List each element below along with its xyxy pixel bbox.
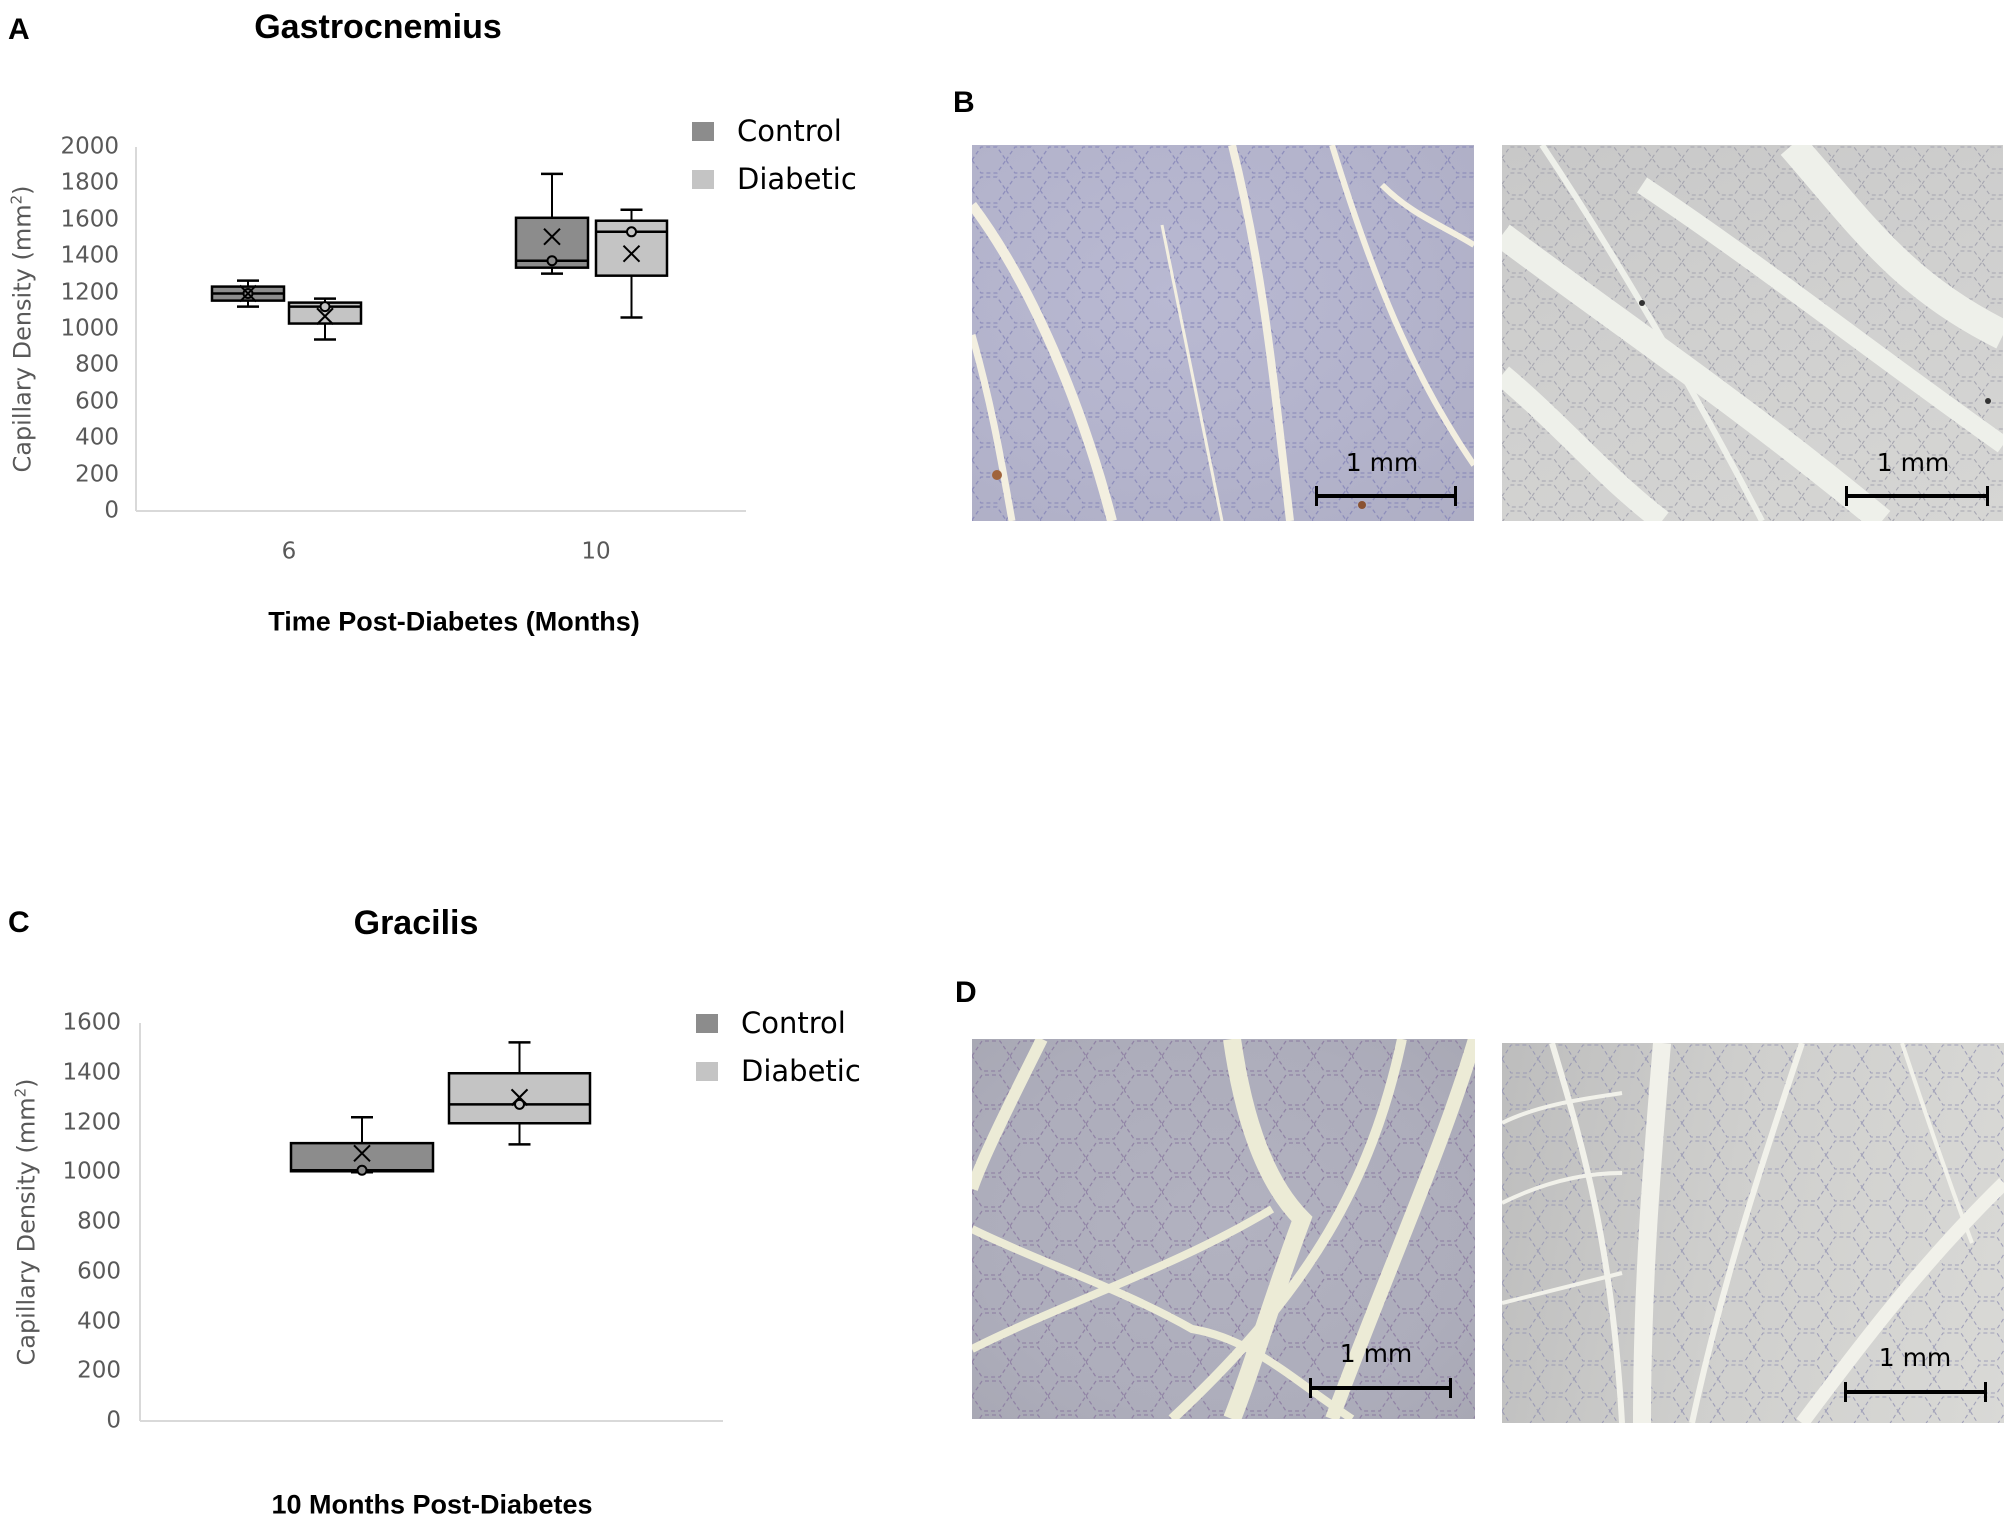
x-axis-label: 10 Months Post-Diabetes bbox=[271, 1489, 593, 1520]
mean-marker-icon bbox=[316, 307, 334, 325]
muscle-fiber-texture bbox=[972, 145, 1474, 521]
median-marker-icon bbox=[546, 255, 558, 267]
x-tick-6: 6 bbox=[281, 538, 297, 565]
mean-marker-icon bbox=[239, 284, 257, 303]
micrograph-diabetic-gracilis: 1 mm bbox=[1502, 1043, 2004, 1423]
box-diabetic-10 bbox=[447, 1041, 592, 1146]
y-tick-label: 1800 bbox=[60, 169, 119, 196]
legend: Control Diabetic bbox=[692, 116, 857, 194]
legend-swatch-control bbox=[692, 121, 714, 141]
y-tick-label: 200 bbox=[75, 461, 119, 488]
legend-label-control: Control bbox=[741, 1005, 846, 1040]
x-tick-10: 10 bbox=[581, 538, 611, 565]
scale-bar bbox=[1315, 486, 1457, 506]
legend-item-control: Control bbox=[696, 1008, 861, 1038]
chart-title-gastrocnemius: Gastrocnemius bbox=[254, 8, 502, 46]
y-tick-label: 1000 bbox=[60, 315, 119, 342]
chart-title-gracilis: Gracilis bbox=[353, 904, 479, 942]
scale-bar-label: 1 mm bbox=[1878, 1343, 1952, 1372]
y-tick-label: 1400 bbox=[62, 1059, 121, 1086]
y-tick-label: 1200 bbox=[60, 279, 119, 306]
panel-letter-a: A bbox=[8, 13, 30, 46]
median-marker-icon bbox=[514, 1098, 525, 1110]
y-tick-label: 1400 bbox=[60, 242, 119, 269]
legend-swatch-control bbox=[696, 1013, 718, 1033]
micrograph-diabetic-gastrocnemius: 1 mm bbox=[1502, 145, 2003, 521]
median-marker-icon bbox=[319, 301, 331, 313]
y-tick-label: 0 bbox=[104, 497, 119, 524]
mean-marker-icon bbox=[510, 1088, 529, 1107]
scale-bar-label: 1 mm bbox=[1345, 448, 1419, 477]
legend: Control Diabetic bbox=[696, 1008, 861, 1086]
legend-item-diabetic: Diabetic bbox=[692, 164, 857, 194]
y-tick-label: 1600 bbox=[62, 1009, 121, 1036]
muscle-fiber-texture bbox=[1502, 1043, 2004, 1423]
box-control-10 bbox=[289, 1116, 435, 1176]
legend-item-diabetic: Diabetic bbox=[696, 1056, 861, 1086]
panel-letter-c: C bbox=[8, 906, 30, 939]
micrograph-control-gracilis: 1 mm bbox=[972, 1039, 1475, 1419]
y-tick-label: 200 bbox=[77, 1357, 121, 1384]
y-tick-label: 600 bbox=[75, 388, 119, 415]
y-tick-label: 1200 bbox=[62, 1109, 121, 1135]
mean-marker-icon bbox=[353, 1144, 371, 1163]
mean-marker-icon bbox=[622, 244, 641, 263]
median-marker-icon bbox=[626, 226, 637, 238]
panel-letter-d: D bbox=[955, 976, 977, 1009]
y-tick-label: 400 bbox=[75, 424, 119, 451]
micrograph-control-gastrocnemius: 1 mm bbox=[972, 145, 1474, 521]
scale-bar-label: 1 mm bbox=[1876, 448, 1950, 477]
legend-swatch-diabetic bbox=[692, 169, 714, 189]
legend-label-control: Control bbox=[737, 113, 842, 148]
y-tick-label: 1000 bbox=[62, 1158, 121, 1185]
median-marker-icon bbox=[356, 1164, 368, 1176]
muscle-fiber-texture bbox=[1502, 145, 2003, 521]
panel-letter-b: B bbox=[953, 86, 975, 119]
box-diabetic-10 bbox=[594, 208, 669, 319]
y-tick-label: 2000 bbox=[60, 133, 119, 160]
box-control-6 bbox=[210, 279, 286, 308]
scale-bar-label: 1 mm bbox=[1339, 1339, 1413, 1368]
y-tick-label: 400 bbox=[77, 1308, 121, 1334]
x-axis-label: Time Post-Diabetes (Months) bbox=[268, 606, 640, 637]
muscle-fiber-texture bbox=[972, 1039, 1475, 1419]
legend-item-control: Control bbox=[692, 116, 857, 146]
box-control-10 bbox=[514, 172, 590, 275]
scale-bar bbox=[1845, 486, 1989, 506]
y-tick-label: 0 bbox=[106, 1407, 121, 1434]
y-tick-label: 1600 bbox=[60, 206, 119, 233]
legend-label-diabetic: Diabetic bbox=[737, 161, 857, 196]
legend-label-diabetic: Diabetic bbox=[741, 1053, 861, 1088]
y-tick-label: 800 bbox=[75, 351, 119, 378]
mean-marker-icon bbox=[543, 228, 561, 246]
y-tick-label: 600 bbox=[77, 1258, 121, 1285]
scale-bar bbox=[1309, 1378, 1452, 1398]
legend-swatch-diabetic bbox=[696, 1061, 718, 1081]
box-diabetic-6 bbox=[287, 297, 363, 341]
scale-bar bbox=[1844, 1382, 1987, 1402]
y-tick-label: 800 bbox=[77, 1208, 121, 1235]
